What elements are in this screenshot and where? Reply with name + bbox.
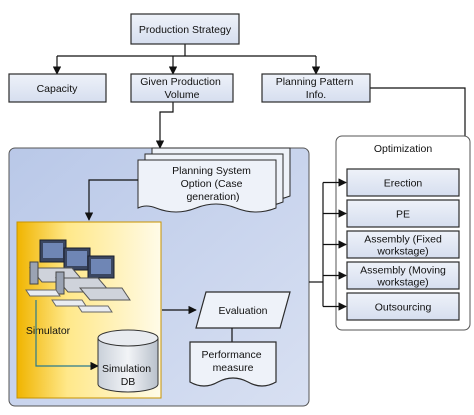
optimization-item-label: Outsourcing (375, 302, 432, 314)
optimization-item: PE (346, 199, 460, 228)
optimization-item-label: PE (396, 209, 410, 221)
top-connectors (52, 44, 466, 149)
optimization-item-label: Assembly (Moving (360, 265, 446, 277)
optimization-item-label: Assembly (Fixed (364, 234, 442, 246)
option-to-simulator-arrow (84, 179, 138, 221)
optimization-item-label: workstage) (376, 277, 428, 289)
svg-text:Performance measure: Performance measure (201, 349, 264, 374)
planning-pattern-box: Planning Pattern Info. (261, 73, 371, 103)
performance-label-line1: Performance (201, 349, 261, 361)
performance-measure-box: Performance measure (189, 341, 277, 387)
simulator-db-connector (35, 300, 99, 371)
planning-option-label-line3: generation) (186, 191, 239, 203)
simulation-db-label-line1: Simulation (102, 363, 151, 375)
svg-text:PE: PE (396, 209, 410, 221)
planning-pattern-label-line2: Info. (306, 89, 326, 101)
computer-cluster-icon (25, 239, 131, 313)
optimization-title: Optimization (374, 143, 433, 155)
production-volume-label-line2: Volume (164, 89, 199, 101)
capacity-label: Capacity (37, 83, 79, 95)
simulator-label: Simulator (26, 325, 71, 337)
svg-text:Erection: Erection (384, 178, 423, 190)
planning-option-label-line2: Option (Case (181, 178, 243, 190)
evaluation-label: Evaluation (218, 305, 267, 317)
optimization-item: Outsourcing (346, 292, 460, 321)
capacity-box: Capacity (8, 73, 107, 103)
svg-text:Planning System Option (: Planning System Option (Case generation) (172, 165, 254, 203)
svg-text:Planning Pattern Info.: Planning Pattern Info. (276, 76, 357, 101)
production-strategy-box: Production Strategy (130, 13, 240, 45)
planning-pattern-label-line1: Planning Pattern (276, 76, 354, 88)
planning-option-label-line1: Planning System (172, 165, 251, 177)
simulation-db-label-line2: DB (121, 376, 136, 388)
evaluation-box: Evaluation (195, 291, 291, 329)
production-volume-label-line1: Given Production (140, 76, 221, 88)
database-cylinder-icon: Simulation DB (97, 329, 159, 393)
production-strategy-label: Production Strategy (139, 24, 232, 36)
production-volume-box: Given Production Volume (130, 73, 234, 103)
optimization-item-label: workstage) (376, 246, 428, 258)
optimization-item-label: Erection (384, 178, 423, 190)
performance-label-line2: measure (213, 362, 254, 374)
planning-system-option-stack: Planning System Option (Case generation) (137, 147, 291, 213)
svg-text:Outsourcing: Outsourcing (375, 302, 432, 314)
optimization-connectors (309, 178, 347, 311)
optimization-item: Erection (346, 168, 460, 197)
svg-text:Simulation DB: Simulation DB (102, 363, 154, 388)
svg-text:Given Production Volume: Given Production Volume (140, 76, 223, 101)
